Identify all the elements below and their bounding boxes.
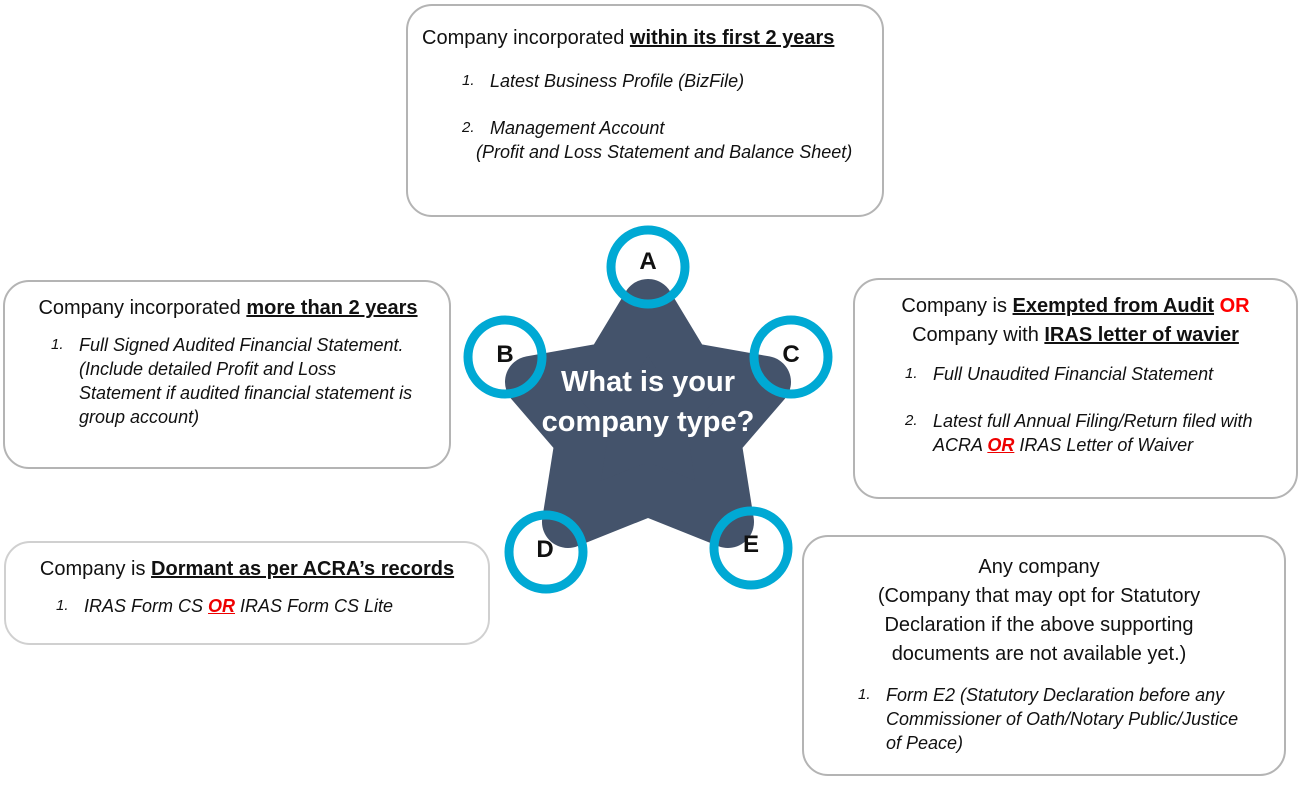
box-d-heading: Company is Dormant as per ACRA’s records [16,555,478,584]
box-c-exempted-from-audit: Company is Exempted from Audit OR Company… [853,278,1298,499]
box-e-line2: (Company that may opt for Statutory Decl… [877,585,1201,665]
item-number: 1. [905,365,918,382]
item-number: 1. [858,686,871,703]
marker-c: C [782,341,800,368]
marker-ring-c [749,315,833,399]
marker-ring-a [606,225,690,309]
marker-d: D [536,536,554,563]
box-c-prefix1: Company is [901,295,1013,317]
marker-a: A [639,248,657,275]
marker-ring-b [463,315,547,399]
item-text: IRAS Letter of Waiver [1014,435,1194,455]
list-item: 1. IRAS Form CS OR IRAS Form CS Lite [56,594,478,618]
list-item: 1. Full Signed Audited Financial Statemen… [51,333,417,429]
box-c-heading: Company is Exempted from Audit OR Company… [867,292,1284,350]
item-text: Full Signed Audited Financial Statement.… [79,335,413,427]
item-text: Form E2 (Statutory Declaration before an… [886,685,1239,753]
marker-ring-d [504,510,588,594]
box-b-highlight: more than 2 years [246,297,418,319]
item-text: Full Unaudited Financial Statement [933,364,1214,384]
list-item: 1. Latest Business Profile (BizFile) [462,69,872,93]
box-b-heading: Company incorporated more than 2 years [19,294,437,323]
box-c-highlight2: IRAS letter of wavier [1044,324,1239,346]
marker-e: E [742,531,759,558]
or-label: OR [987,435,1015,455]
item-number: 2. [462,119,475,136]
box-a-prefix: Company incorporated [422,27,630,49]
box-e-heading: Any company (Company that may opt for Sta… [844,553,1244,669]
box-a-highlight: within its first 2 years [629,27,835,49]
box-d-prefix: Company is [39,558,152,580]
list-item: 2. Latest full Annual Filing/Return filed… [905,409,1264,457]
item-text: Latest Business Profile (BizFile) [490,71,745,91]
center-question: What is your company type? [541,366,755,438]
box-b-prefix: Company incorporated [38,297,247,319]
item-text: Latest full Annual Filing/Return filed w… [933,411,1253,455]
box-d-highlight: Dormant as per ACRA’s records [151,558,455,580]
item-number: 1. [56,597,69,614]
or-label: OR [1219,295,1250,317]
box-c-highlight1: Exempted from Audit [1012,295,1215,317]
item-text: IRAS Form CS [84,596,209,616]
marker-ring-e [709,506,793,590]
box-e-line1: Any company [978,556,1100,578]
item-number: 1. [462,72,475,89]
item-subtext: (Profit and Loss Statement and Balance S… [476,142,853,162]
list-item: 2. Management Account (Profit and Loss Sta… [462,116,872,164]
item-number: 2. [905,412,918,429]
list-item: 1. Full Unaudited Financial Statement [905,362,1264,386]
box-e-any-company: Any company (Company that may opt for Sta… [802,535,1286,776]
box-c-prefix2: Company with [912,324,1045,346]
box-b-more-than-2-years: Company incorporated more than 2 years 1… [3,280,451,469]
item-number: 1. [51,336,64,353]
item-text: IRAS Form CS Lite [235,596,394,616]
box-d-dormant: Company is Dormant as per ACRA’s records… [4,541,490,645]
marker-b: B [496,341,514,368]
or-label: OR [208,596,236,616]
center-star [505,279,791,548]
item-text: Management Account [490,118,665,138]
list-item: 1. Form E2 (Statutory Declaration before … [858,683,1244,755]
box-a-first-2-years: Company incorporated within its first 2 … [406,4,884,217]
